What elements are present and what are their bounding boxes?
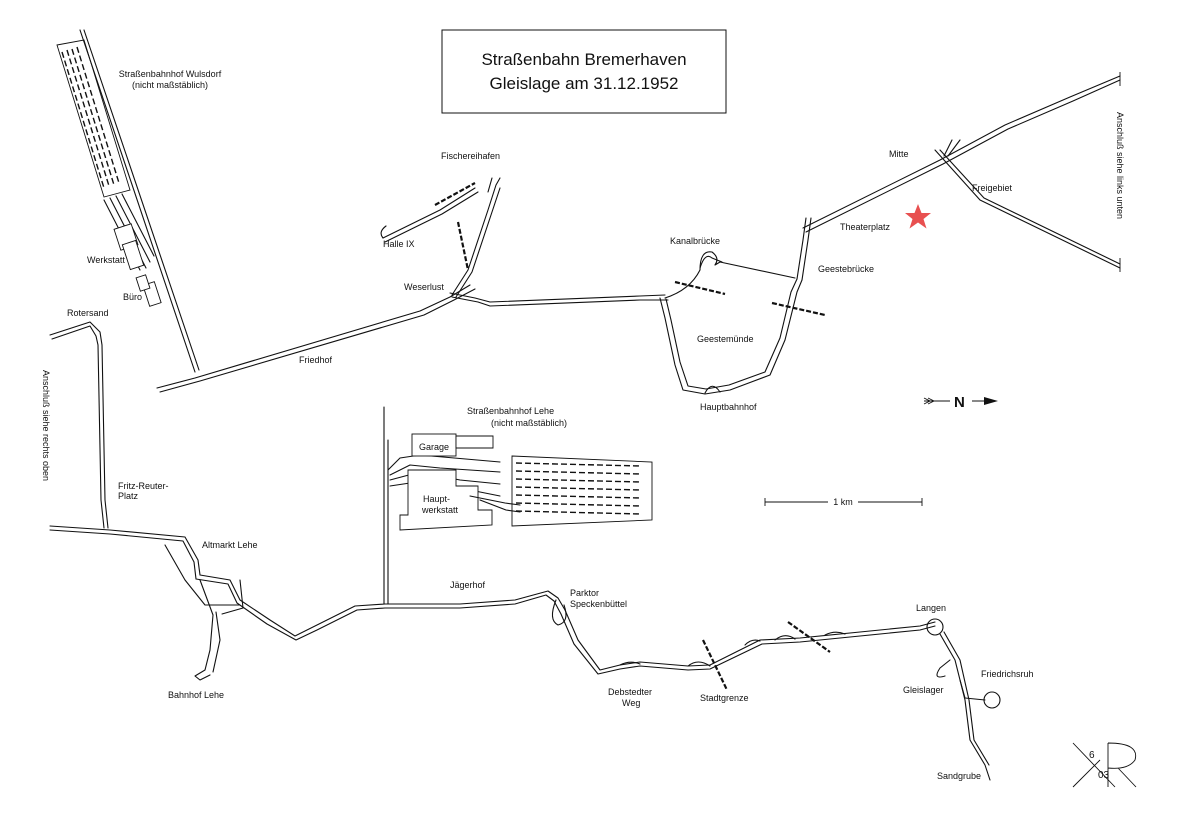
label-garage: Garage: [419, 442, 449, 452]
label-north: N: [954, 394, 965, 411]
label-anschluss-left: Anschluß siehe rechts oben: [41, 370, 51, 481]
label-bahnhof-lehe: Bahnhof Lehe: [168, 690, 224, 700]
label-debstedter-2: Weg: [622, 698, 640, 708]
label-rotersand: Rotersand: [67, 308, 109, 318]
label-scale: 1 km: [833, 497, 853, 507]
label-freigebiet: Freigebiet: [972, 183, 1013, 193]
label-buero: Büro: [123, 292, 142, 302]
label-friedhof: Friedhof: [299, 355, 333, 365]
label-stadtgrenze: Stadtgrenze: [700, 693, 749, 703]
north-arrow-icon: [923, 397, 998, 405]
depot-wulsdorf: [56, 29, 200, 373]
track-lehe-main: [49, 525, 936, 681]
track-langen: [619, 618, 1001, 781]
loop-parktor: [551, 599, 567, 626]
label-depot-lehe: Straßenbahnhof Lehe: [467, 406, 554, 416]
track-mitte: [796, 72, 1121, 281]
label-kanalbruecke: Kanalbrücke: [670, 236, 720, 246]
author-logo-icon: [1072, 742, 1137, 788]
label-fritz-reuter-2: Platz: [118, 491, 139, 501]
scale-bar: [764, 498, 923, 506]
label-theaterplatz: Theaterplatz: [840, 222, 891, 232]
label-parktor-1: Parktor: [570, 588, 599, 598]
label-altmarkt-lehe: Altmarkt Lehe: [202, 540, 258, 550]
label-gleislager: Gleislager: [903, 685, 944, 695]
label-mitte: Mitte: [889, 149, 909, 159]
track-fischereihafen: [380, 177, 501, 298]
label-anschluss-right: Anschluß siehe links unten: [1115, 112, 1125, 219]
label-fischereihafen: Fischereihafen: [441, 151, 500, 161]
label-depot-wulsdorf: Straßenbahnhof Wulsdorf: [119, 69, 222, 79]
label-langen: Langen: [916, 603, 946, 613]
label-depot-wulsdorf-note: (nicht maßstäblich): [132, 80, 208, 90]
map-title-line2: Gleislage am 31.12.1952: [489, 74, 678, 93]
map-title-line1: Straßenbahn Bremerhaven: [481, 50, 686, 69]
label-sandgrube: Sandgrube: [937, 771, 981, 781]
track-wulsdorf-geestemuende: [156, 284, 669, 393]
label-halle-ix: Halle IX: [383, 239, 415, 249]
title-box: [441, 29, 727, 114]
label-werkstatt: Werkstatt: [87, 255, 125, 265]
track-geestemuende-loop: [659, 251, 826, 395]
logo-number: 6: [1089, 750, 1095, 761]
label-geestebruecke: Geestebrücke: [818, 264, 874, 274]
depot-lehe: [383, 406, 653, 605]
label-friedrichsruh: Friedrichsruh: [981, 669, 1034, 679]
label-weserlust: Weserlust: [404, 282, 444, 292]
label-depot-lehe-note: (nicht maßstäblich): [491, 418, 567, 428]
label-parktor-2: Speckenbüttel: [570, 599, 627, 609]
label-hauptbahnhof: Hauptbahnhof: [700, 402, 757, 412]
label-debstedter-1: Debstedter: [608, 687, 652, 697]
label-geestemuende: Geestemünde: [697, 334, 754, 344]
label-jaegerhof: Jägerhof: [450, 580, 486, 590]
star-marker-icon: [905, 204, 931, 229]
track-rotersand: [49, 321, 109, 529]
label-hauptwerkstatt-1: Haupt-: [423, 494, 450, 504]
label-fritz-reuter-1: Fritz-Reuter-: [118, 481, 169, 491]
logo-year: 03: [1098, 770, 1110, 781]
label-hauptwerkstatt-2: werkstatt: [421, 505, 459, 515]
